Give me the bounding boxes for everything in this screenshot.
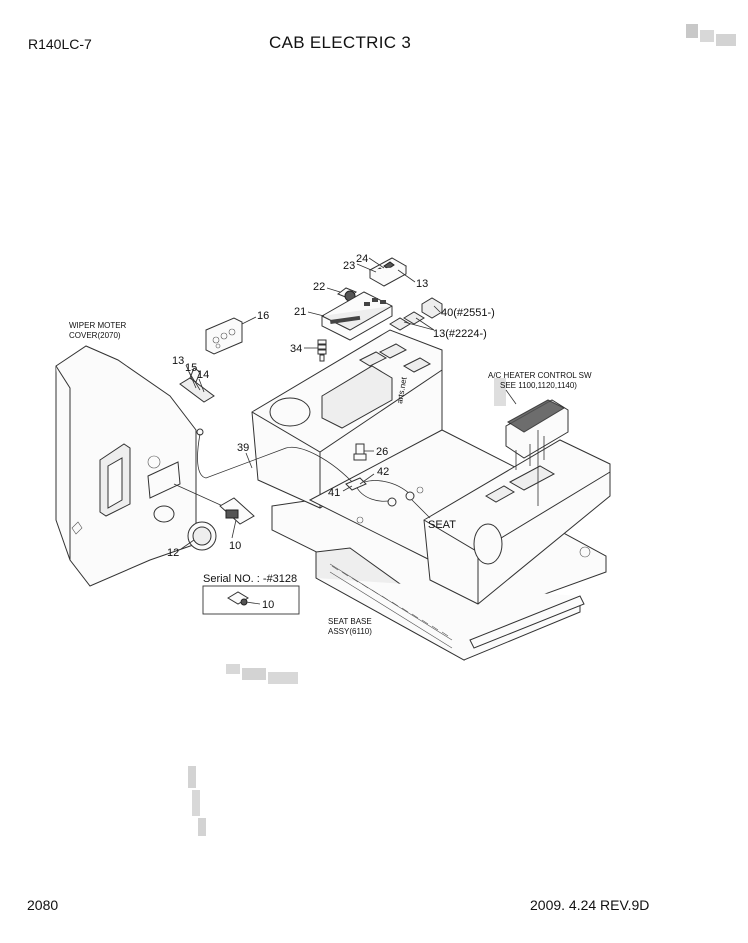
- callout-23: 23: [343, 260, 355, 272]
- callout-22: 22: [313, 281, 325, 293]
- callout-39: 39: [237, 442, 249, 454]
- part-callouts: 24 23 13 22 21 40(#2551-) 13(#2224-) 16 …: [167, 253, 495, 611]
- serial-no-note: Serial NO. : -#3128: [203, 573, 297, 585]
- callout-42: 42: [377, 466, 389, 478]
- wiper-motor-cover: [55, 345, 197, 587]
- callout-10-serial: 10: [262, 599, 274, 611]
- callout-41: 41: [328, 487, 340, 499]
- leader-lines: [180, 257, 517, 605]
- callout-10: 10: [229, 540, 241, 552]
- callout-16: 16: [257, 310, 269, 322]
- callout-15: 15: [185, 362, 197, 374]
- callout-40: 40(#2551-): [441, 307, 495, 319]
- seat-base-note-2: ASSY(6110): [328, 627, 372, 636]
- callout-34: 34: [290, 343, 302, 355]
- page-title: CAB ELECTRIC 3: [269, 33, 412, 52]
- callout-13-2224: 13(#2224-): [433, 328, 487, 340]
- revision-date: 2009. 4.24 REV.9D: [530, 897, 650, 913]
- seat-note: SEAT: [428, 519, 456, 531]
- lighter-and-gauge: [173, 483, 255, 606]
- ac-control-note-1: A/C HEATER CONTROL SW: [488, 371, 592, 380]
- callout-13: 13: [416, 278, 428, 290]
- wire-harness: [197, 433, 415, 507]
- callout-13-left: 13: [172, 355, 184, 367]
- switch-panel-parts: [179, 257, 443, 436]
- callout-14: 14: [197, 369, 209, 381]
- wiper-cover-note-2: COVER(2070): [69, 331, 121, 340]
- callout-12: 12: [167, 547, 179, 559]
- diagram-notes: WIPER MOTER COVER(2070) A/C HEATER CONTR…: [69, 321, 592, 636]
- page-number: 2080: [27, 897, 59, 913]
- seat-base-note-1: SEAT BASE: [328, 617, 372, 626]
- right-console: [423, 399, 611, 605]
- model-code: R140LC-7: [28, 36, 92, 52]
- serial-no-box: [202, 585, 300, 615]
- callout-24: 24: [356, 253, 368, 265]
- ac-control-note-2: SEE 1100,1120,1140): [500, 381, 577, 390]
- left-console: [251, 329, 443, 509]
- callout-26: 26: [376, 446, 388, 458]
- wiper-cover-note-1: WIPER MOTER: [69, 321, 127, 330]
- callout-21: 21: [294, 306, 306, 318]
